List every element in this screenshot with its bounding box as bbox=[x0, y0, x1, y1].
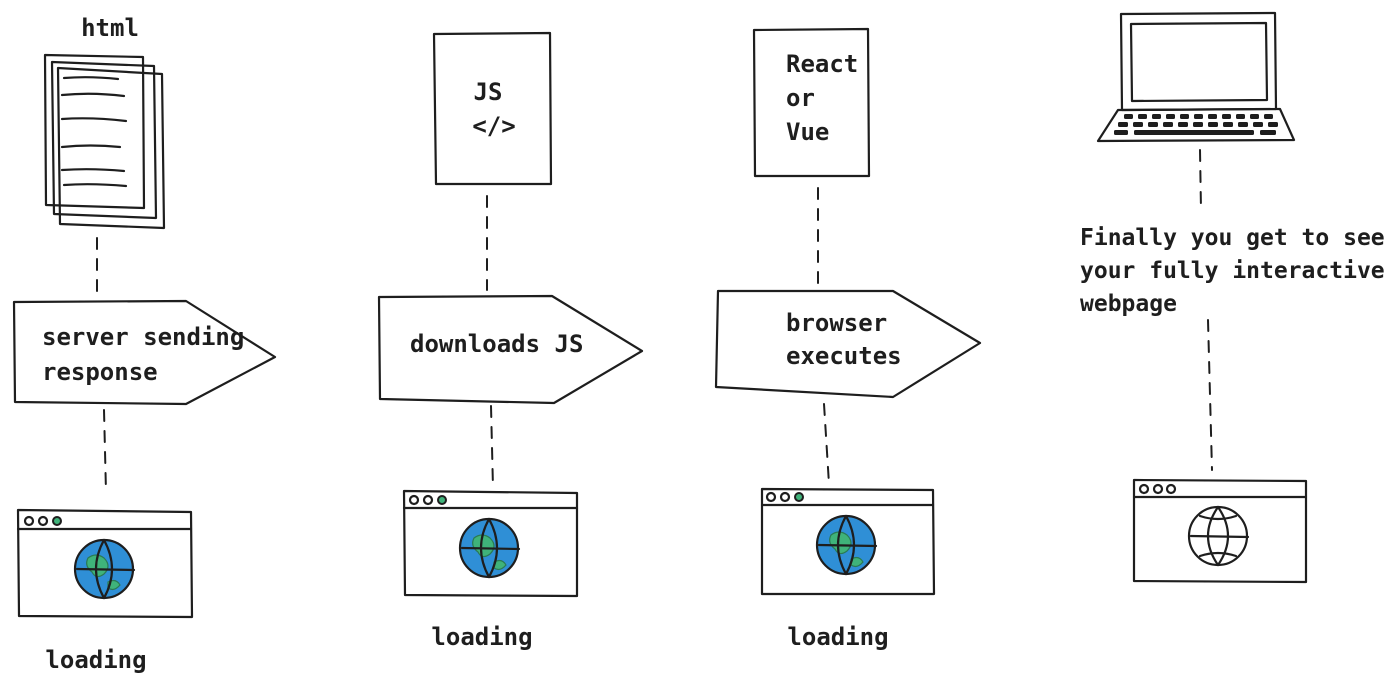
final-note-line1: Finally you get to see bbox=[1080, 225, 1385, 251]
connector-line bbox=[103, 409, 107, 493]
js-doc-label-line1: JS bbox=[474, 78, 503, 106]
laptop-icon bbox=[1096, 11, 1296, 143]
js-doc-label-line2: </> bbox=[472, 112, 515, 140]
loading-status-1: loading bbox=[45, 646, 146, 674]
html-document-stack-icon bbox=[43, 53, 166, 230]
html-document-label: html bbox=[81, 14, 139, 42]
framework-document: React or Vue bbox=[752, 27, 871, 178]
browser-window-loading-2 bbox=[402, 489, 579, 598]
step-label-line2: response bbox=[42, 358, 158, 386]
final-note: Finally you get to see your fully intera… bbox=[1080, 225, 1385, 317]
globe-icon bbox=[815, 514, 878, 576]
globe-icon bbox=[458, 517, 521, 579]
connector-line bbox=[490, 405, 494, 489]
framework-label-line1: React bbox=[786, 50, 858, 78]
globe-icon bbox=[73, 538, 136, 600]
step-arrow-browser-executes: browser executes bbox=[714, 289, 982, 399]
framework-label-line3: Vue bbox=[786, 118, 829, 146]
final-note-line2: your fully interactive bbox=[1080, 258, 1385, 284]
browser-window-loaded bbox=[1132, 478, 1308, 584]
loading-status-3: loading bbox=[787, 623, 888, 651]
globe-icon bbox=[1187, 505, 1250, 567]
step-label-line1: browser bbox=[786, 309, 887, 337]
js-file-document: JS </> bbox=[432, 31, 553, 186]
final-note-line3: webpage bbox=[1080, 291, 1177, 317]
connector-line bbox=[1199, 149, 1202, 211]
browser-window-loading-3 bbox=[760, 487, 936, 596]
connector-line bbox=[823, 403, 830, 485]
step-arrow-server-response: server sending response bbox=[12, 299, 277, 406]
step-label-line1: server sending bbox=[42, 323, 244, 351]
loading-status-2: loading bbox=[431, 623, 532, 651]
step-label: downloads JS bbox=[410, 330, 583, 358]
framework-label-line2: or bbox=[786, 84, 815, 112]
step-label-line2: executes bbox=[786, 342, 902, 370]
step-arrow-downloads-js: downloads JS bbox=[377, 294, 644, 405]
connector-line bbox=[1207, 319, 1213, 471]
browser-window-loading-1 bbox=[16, 508, 194, 619]
